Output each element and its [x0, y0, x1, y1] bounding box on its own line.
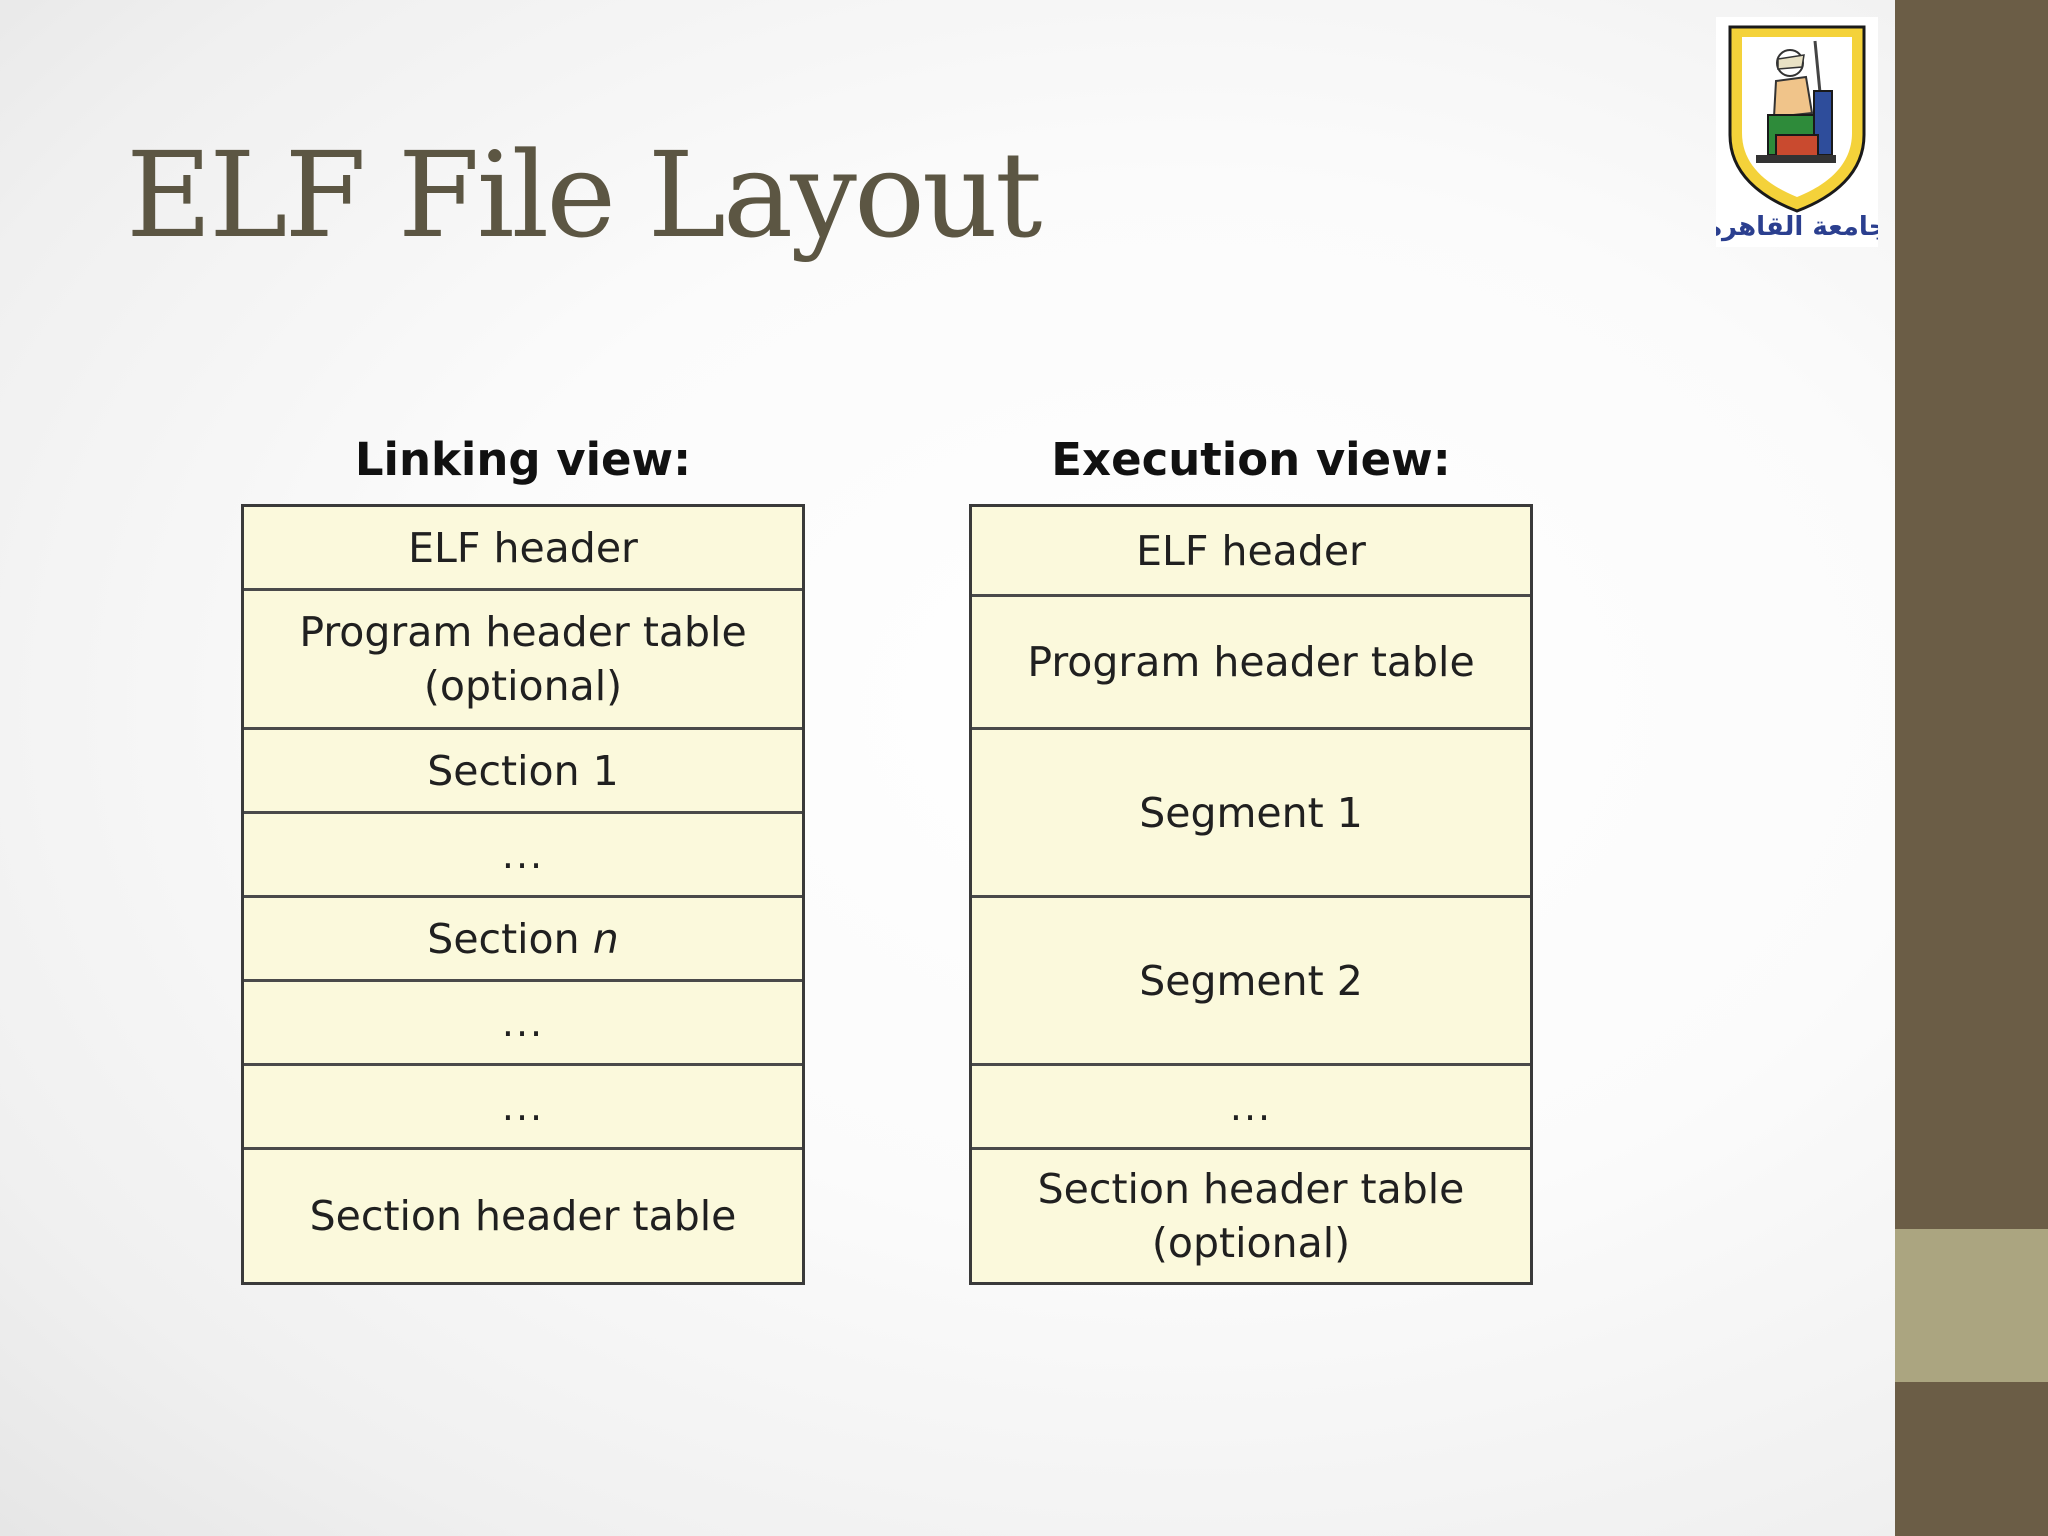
- slide-title: ELF File Layout: [126, 126, 1042, 264]
- execution-row-ellipsis: ...: [972, 1066, 1530, 1150]
- linking-view-table: ELF header Program header table (optiona…: [241, 504, 805, 1285]
- sidebar-accent-block: [1895, 1229, 2048, 1382]
- scribe-base: [1756, 155, 1836, 163]
- execution-view-heading: Execution view:: [1051, 433, 1451, 486]
- linking-row-elf-header: ELF header: [244, 507, 802, 591]
- execution-row-segment-1: Segment 1: [972, 730, 1530, 898]
- scribe-body: [1772, 75, 1814, 119]
- execution-view: Execution view: ELF header Program heade…: [969, 430, 1533, 1285]
- execution-row-elf-header: ELF header: [972, 507, 1530, 597]
- cairo-university-logo: جامعة القاهرة: [1716, 17, 1878, 247]
- linking-row-section-header-table: Section header table: [309, 1192, 737, 1240]
- linking-view: Linking view: ELF header Program header …: [241, 430, 805, 1285]
- execution-row-segment-2: Segment 2: [972, 898, 1530, 1066]
- scribe-headdress: [1777, 54, 1805, 70]
- section-n-label: Section: [427, 914, 580, 963]
- linking-row-section-n: Section n: [244, 898, 802, 982]
- scribe-seat: [1775, 134, 1819, 158]
- linking-view-heading: Linking view:: [354, 433, 692, 486]
- linking-row-program-header-table: Program header table (optional): [244, 591, 802, 730]
- execution-row-program-header-table: Program header table: [972, 597, 1530, 730]
- execution-row-section-header-table: Section header table (optional): [1037, 1165, 1465, 1267]
- section-n-variable: n: [592, 914, 619, 963]
- linking-row-ellipsis-1: ...: [244, 814, 802, 898]
- linking-row-section-1: Section 1: [244, 730, 802, 814]
- linking-row-ellipsis-2: ...: [244, 982, 802, 1066]
- execution-view-table: ELF header Program header table Segment …: [969, 504, 1533, 1285]
- logo-caption: جامعة القاهرة: [1716, 212, 1878, 242]
- linking-row-ellipsis-3: ...: [244, 1066, 802, 1150]
